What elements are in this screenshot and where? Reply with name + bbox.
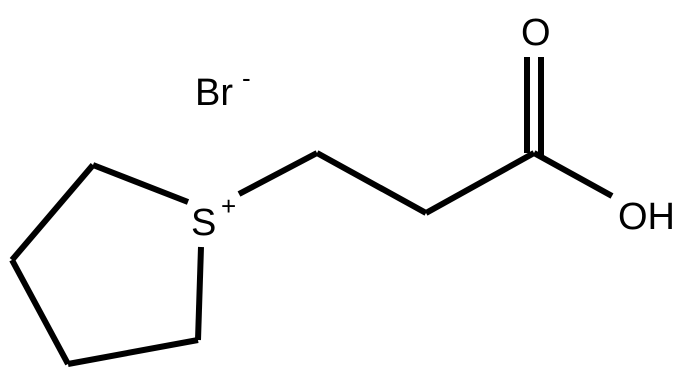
chain-bond-c6-c7 [424, 150, 536, 216]
hydroxyl-bond [532, 150, 614, 199]
bromide-charge: - [242, 63, 251, 93]
ring-bond-c2-c3 [9, 258, 71, 366]
bromide-label: Br [195, 72, 233, 114]
carbonyl-oxygen-label: O [521, 12, 551, 54]
ring-bond-c4-s [195, 246, 204, 341]
ring-bond-s-c1 [91, 162, 190, 205]
chain-bond-s-c5 [237, 150, 319, 197]
sulfur-label: S [191, 202, 216, 244]
chain-bond-c5-c6 [315, 150, 428, 216]
ring-bond-c3-c4 [67, 337, 199, 367]
hydroxyl-label: OH [618, 196, 675, 238]
ring-bond-c1-c2 [9, 163, 96, 262]
sulfur-charge: + [221, 191, 236, 221]
